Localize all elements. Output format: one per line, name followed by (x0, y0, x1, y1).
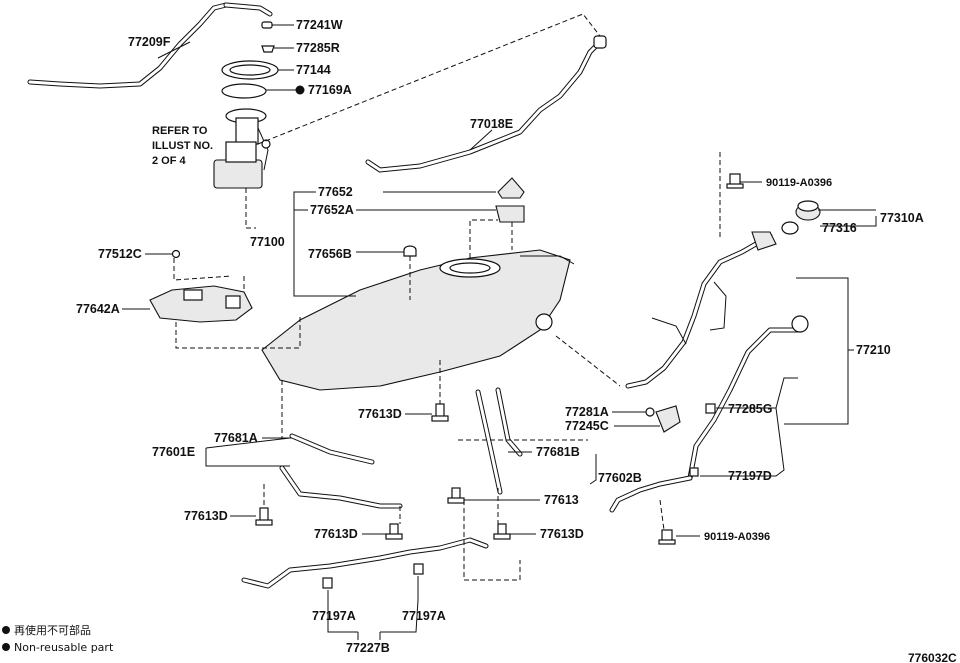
label-77197D: 77197D (728, 469, 772, 483)
label-77227B: 77227B (346, 641, 390, 655)
clip-77197A-left-drawing (322, 577, 333, 589)
label-77197A-right: 77197A (402, 609, 446, 623)
label-77285R: 77285R (296, 41, 340, 55)
label-77144: 77144 (296, 63, 331, 77)
cap-77512C-drawing (171, 249, 181, 259)
label-77169A: 77169A (308, 83, 352, 97)
label-77197A-left: 77197A (312, 609, 356, 623)
clip-77197A-right-drawing (413, 563, 424, 575)
label-77642A: 77642A (76, 302, 120, 316)
label-77310A: 77310A (880, 211, 924, 225)
gasket-77169A-drawing (221, 83, 267, 99)
label-77210: 77210 (856, 343, 891, 357)
fuel-tank-drawing (261, 249, 575, 391)
bolt-77613D-right-drawing (493, 523, 511, 540)
legend-english: Non-reusable part (14, 641, 114, 654)
pad-77652A-drawing (495, 205, 525, 223)
pad-77652-drawing (497, 177, 525, 199)
label-77613D-tank: 77613D (358, 407, 402, 421)
label-77681A: 77681A (214, 431, 258, 445)
label-77613D-left: 77613D (184, 509, 228, 523)
filler-cap-77310A-drawing (795, 200, 821, 221)
clip-77197D-drawing (689, 467, 699, 477)
tube-77209F-drawing (27, 2, 273, 89)
refer-note-line3: 2 OF 4 (152, 155, 187, 167)
legend-chinese: 再使用不可部品 (14, 623, 91, 637)
strap-77601E-drawing (279, 465, 403, 509)
label-77209F: 77209F (128, 35, 171, 49)
bolt-77613D-mid-drawing (385, 523, 403, 540)
label-77285G: 77285G (728, 402, 772, 416)
label-90119-top: 90119-A0396 (766, 177, 832, 189)
illustration-code: 776032C (908, 651, 957, 663)
filler-pipe-77210-drawing (609, 231, 809, 513)
label-77681B: 77681B (536, 445, 580, 459)
tube-77227B-drawing (241, 537, 489, 589)
label-77656B: 77656B (308, 247, 352, 261)
bolt-90119-bottom-drawing (658, 529, 676, 545)
protector-77642A-drawing (149, 285, 253, 323)
bolt-77613D-tank-drawing (431, 403, 449, 422)
strap-77602B-drawing (475, 387, 523, 495)
bolt-90119-top-drawing (726, 173, 744, 189)
legend-dot-chinese (2, 626, 10, 634)
label-77018E: 77018E (470, 117, 513, 131)
bolt-77613-drawing (447, 487, 465, 504)
dashed-guide-lines (173, 13, 721, 581)
label-77316: 77316 (822, 221, 857, 235)
fuel-pump-assembly-drawing (213, 108, 271, 189)
leader-lines (122, 24, 877, 640)
label-90119-bottom: 90119-A0396 (704, 531, 770, 543)
refer-note-line2: ILLUST NO. (152, 140, 213, 152)
label-77281A: 77281A (565, 405, 609, 419)
label-77613D-mid: 77613D (314, 527, 358, 541)
refer-note-line1: REFER TO (152, 125, 208, 137)
label-77601E: 77601E (152, 445, 195, 459)
label-77613D-right: 77613D (540, 527, 584, 541)
retainer-77285R-drawing (261, 45, 275, 53)
gasket-77316-drawing (781, 221, 799, 235)
label-77241W: 77241W (296, 18, 343, 32)
plug-77656B-drawing (403, 245, 417, 257)
clip-77285G-drawing (705, 403, 716, 414)
label-77652A: 77652A (310, 203, 354, 217)
bolt-77613D-left-drawing (255, 507, 273, 526)
non-reusable-marker-77169A (295, 85, 305, 95)
legend-dot-english (2, 643, 10, 651)
label-77100: 77100 (250, 235, 285, 249)
bracket-77245C-drawing (655, 405, 681, 433)
clamp-77281A-drawing (645, 407, 655, 417)
label-77602B: 77602B (598, 471, 642, 485)
strap-77681A-drawing (289, 433, 375, 465)
label-77613: 77613 (544, 493, 579, 507)
tube-77018E-drawing (365, 35, 607, 173)
clip-77241W-drawing (261, 21, 273, 29)
ring-77144-drawing (221, 60, 279, 80)
label-77512C: 77512C (98, 247, 142, 261)
label-77245C: 77245C (565, 419, 609, 433)
label-77652: 77652 (318, 185, 353, 199)
